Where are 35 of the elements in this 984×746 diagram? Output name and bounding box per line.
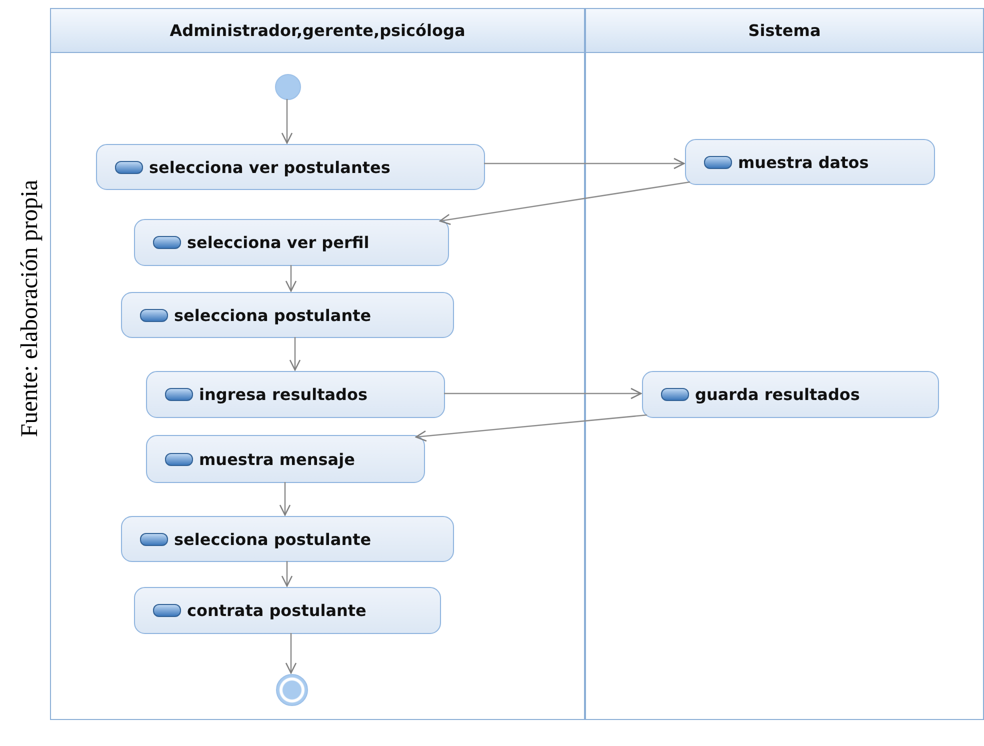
arrow <box>444 388 642 400</box>
arrow <box>484 158 685 170</box>
lane-header: Sistema <box>586 9 983 53</box>
arrow <box>285 265 297 292</box>
action-label: contrata postulante <box>187 601 366 620</box>
final-node <box>276 674 308 706</box>
action-label: selecciona ver perfil <box>187 233 370 252</box>
action-box <box>685 139 935 185</box>
action-label: muestra datos <box>738 152 869 172</box>
lane-header: Administrador,gerente,psicóloga <box>51 9 584 53</box>
arrow <box>281 99 293 144</box>
arrow <box>415 414 648 442</box>
arrow <box>289 337 301 371</box>
arrow <box>285 633 297 674</box>
action-box <box>96 144 485 190</box>
action-box <box>146 371 445 418</box>
action-box <box>121 516 454 562</box>
action-label: ingresa resultados <box>199 385 368 404</box>
arrow <box>279 482 291 516</box>
swimlane <box>50 8 585 720</box>
action-box <box>134 587 441 634</box>
action-box <box>146 435 425 483</box>
source-note: Fuente: elaboración propia <box>16 179 44 437</box>
action-label: guarda resultados <box>695 385 860 404</box>
arrow <box>281 561 293 587</box>
action-label: selecciona ver postulantes <box>149 158 390 176</box>
action-box <box>121 292 454 338</box>
swimlane <box>585 8 984 720</box>
action-label: selecciona postulante <box>174 306 372 324</box>
action-box <box>642 371 939 418</box>
action-label: selecciona postulante <box>174 530 372 548</box>
action-label: muestra mensaje <box>199 450 355 468</box>
arrow <box>439 181 690 226</box>
initial-node <box>275 74 301 100</box>
action-box <box>134 219 449 266</box>
